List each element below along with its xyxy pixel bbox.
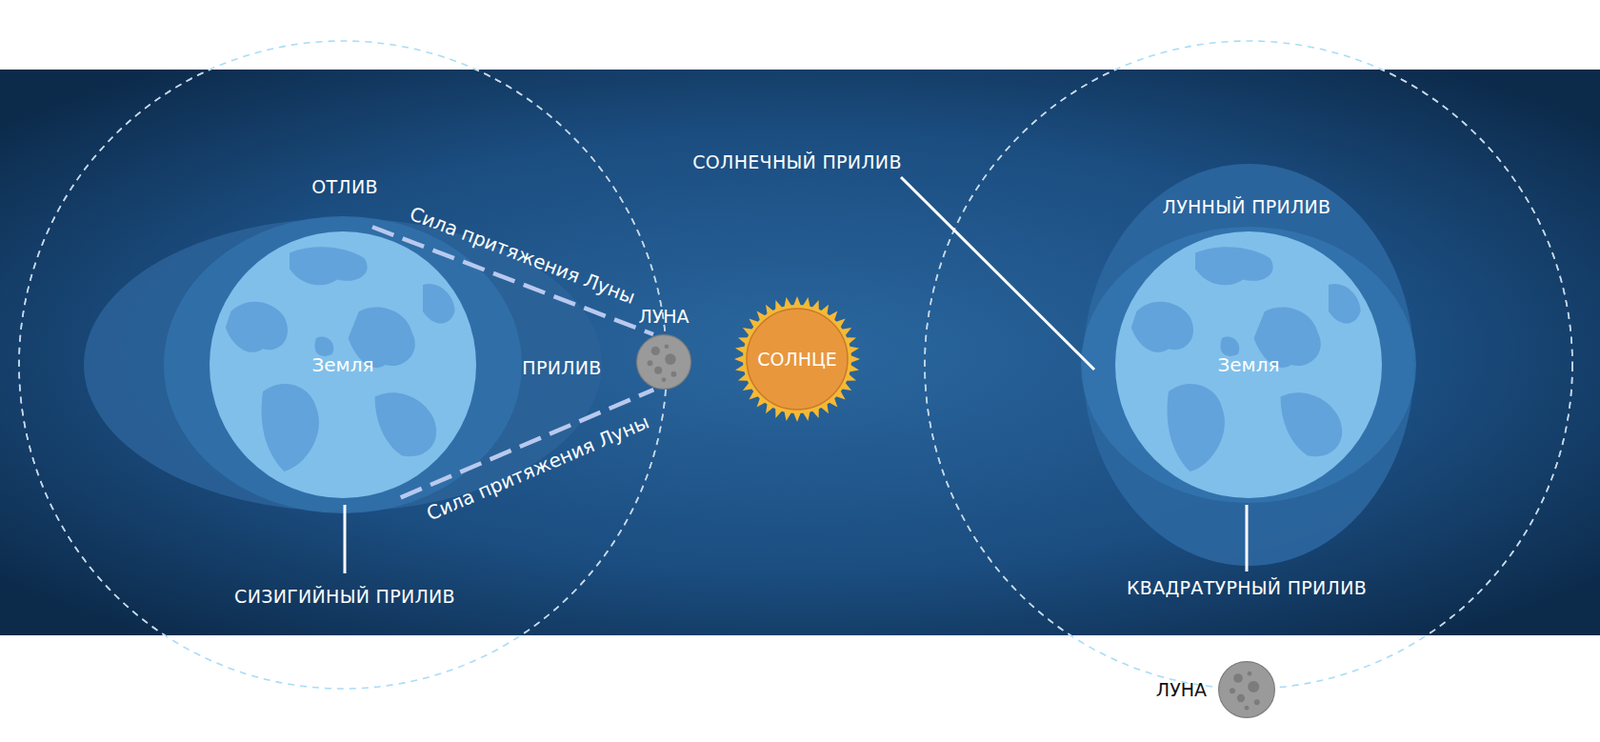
body-label: Земля: [311, 353, 374, 377]
lunar-tide-bulge: [1082, 163, 1415, 566]
moon-crater: [1229, 687, 1236, 694]
moon-crater: [1244, 705, 1250, 711]
moon-orbit: [924, 40, 1573, 689]
moon-crater: [1254, 699, 1260, 705]
callout-label: СИЗИГИЙНЫЙ ПРИЛИВ: [234, 585, 456, 607]
earth-ocean: [209, 231, 477, 499]
body-label: Земля: [1217, 353, 1280, 377]
moon-circle: ЛУНА: [1218, 660, 1276, 719]
continent: [1167, 383, 1225, 472]
sun-ray: [734, 355, 744, 363]
continent: [1131, 301, 1194, 353]
continent: [422, 283, 456, 324]
callout-label: КВАДРАТУРНЫЙ ПРИЛИВ: [1126, 577, 1367, 599]
moon-crater: [1233, 673, 1243, 683]
sun-circle: СОЛНЦЕ: [734, 296, 860, 422]
earth-circle: Земля: [209, 231, 477, 499]
sun-ray: [850, 355, 860, 363]
moon-circle: ЛУНА: [636, 334, 692, 390]
moon-crater: [1247, 671, 1253, 677]
sun-disc: [746, 308, 848, 410]
leader-line: [343, 504, 347, 574]
tide-label: ПРИЛИВ: [521, 357, 601, 379]
leader-line: [900, 177, 1095, 370]
moon-disc: [637, 335, 692, 390]
moon-label: ЛУНА: [1156, 679, 1207, 700]
sun-ray: [793, 296, 801, 306]
continent: [1195, 246, 1274, 285]
continent: [1328, 283, 1361, 324]
continent: [261, 383, 320, 472]
moon-label: ЛУНА: [638, 305, 689, 327]
moon-crater: [651, 346, 660, 356]
continent: [1280, 392, 1343, 457]
solar-tide-bulge: [1080, 226, 1417, 503]
moon-orbit: [19, 40, 667, 689]
moon-crater: [671, 371, 678, 378]
continent: [289, 246, 368, 285]
moon-crater: [664, 343, 670, 349]
moon-crater: [1237, 694, 1245, 702]
moon-body: [1218, 660, 1276, 719]
ebb-label: ОТЛИВ: [311, 176, 379, 198]
moon-orbit: [924, 69, 1573, 636]
earth-circle: Земля: [1115, 231, 1382, 499]
moon-orbit: [19, 69, 667, 636]
continent: [1220, 337, 1240, 357]
moon-crater: [661, 377, 667, 382]
callout-label: ЛУННЫЙ ПРИЛИВ: [1162, 196, 1332, 218]
sun-rim: [742, 304, 852, 414]
space-panel: [0, 69, 1600, 636]
moon-crater: [664, 353, 677, 365]
moon-crater: [1247, 680, 1260, 693]
continent: [315, 337, 335, 357]
moon-body: [636, 334, 692, 390]
moon-disc: [1219, 661, 1276, 719]
sun-ray: [793, 412, 801, 422]
continent: [225, 301, 288, 353]
leader-line: [1245, 504, 1249, 572]
callout-label: СОЛНЕЧНЫЙ ПРИЛИВ: [692, 151, 901, 173]
continent: [375, 392, 438, 457]
moon-crater: [654, 366, 662, 375]
moon-crater: [647, 360, 654, 366]
earth-ocean: [1115, 231, 1382, 499]
body-label: СОЛНЦЕ: [757, 348, 838, 370]
